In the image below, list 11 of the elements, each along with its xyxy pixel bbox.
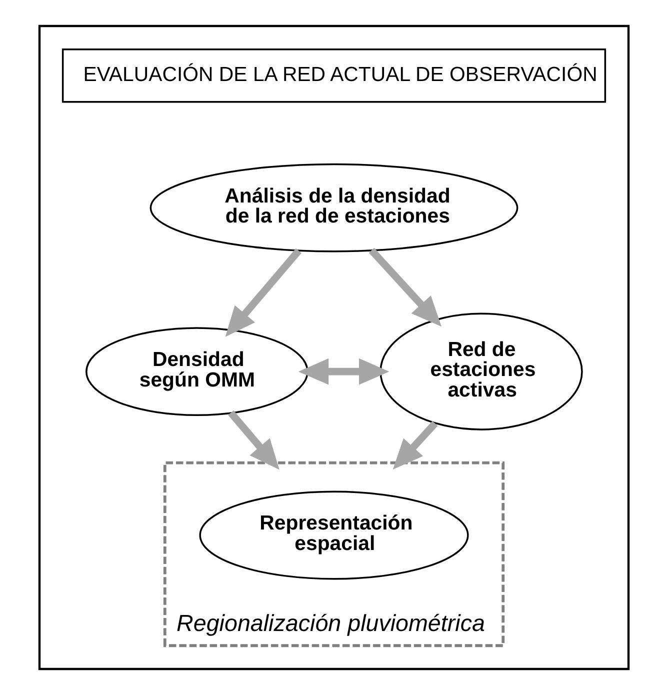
node-ellipse: Representación espacial xyxy=(199,490,469,580)
arrow xyxy=(228,410,280,470)
node-ellipse: Densidad según OMM xyxy=(86,327,308,416)
arrow xyxy=(225,248,302,337)
arrow xyxy=(298,358,390,385)
cluster xyxy=(38,24,630,670)
node-box: EVALUACIÓN DE LA RED ACTUAL DE OBSERVACIÓN xyxy=(62,48,606,103)
node-ellipse: Análisis de la densidad de la red de estaciones xyxy=(150,163,518,252)
arrow xyxy=(368,248,442,327)
node-ellipse: Red de estaciones activas xyxy=(380,312,583,430)
arrow xyxy=(392,421,438,470)
